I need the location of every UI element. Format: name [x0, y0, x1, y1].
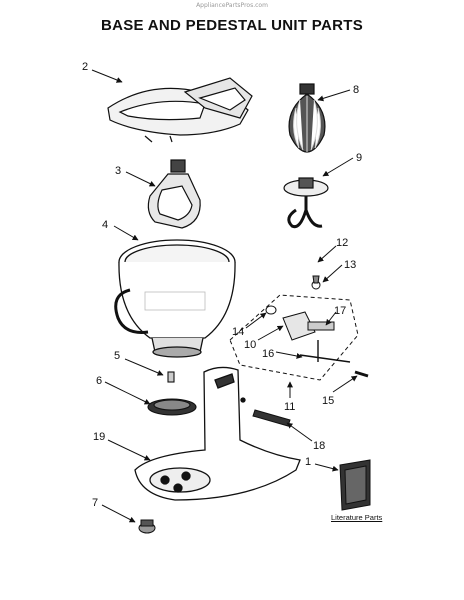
callout-15: 15: [322, 395, 334, 407]
callout-10: 10: [244, 339, 256, 351]
callout-4: 4: [102, 219, 108, 231]
literature-booklet-part: [339, 459, 371, 511]
callout-9: 9: [356, 152, 362, 164]
pouring-shield-part: [107, 77, 253, 143]
callout-11: 11: [284, 401, 295, 413]
callout-5: 5: [114, 350, 120, 362]
mixing-bowl-part: [114, 239, 236, 358]
callout-6: 6: [96, 375, 102, 387]
callout-13: 13: [344, 259, 356, 271]
clamping-plate-part: [147, 398, 197, 416]
callout-1: 1: [305, 456, 311, 468]
callout-16: 16: [262, 348, 274, 360]
callout-2: 2: [82, 61, 88, 73]
rubber-foot-part: [138, 519, 156, 534]
callout-18: 18: [313, 440, 325, 452]
callout-12: 12: [336, 237, 348, 249]
pedestal-base-part: [134, 366, 301, 501]
hinge-pin-assembly-part: [229, 275, 369, 381]
wire-whip-part: [288, 83, 326, 153]
watermark-text: AppliancePartsPros.com: [196, 2, 268, 9]
bowl-clamp-screw-part: [167, 371, 175, 383]
callout-14: 14: [232, 326, 244, 338]
dough-hook-part: [283, 177, 329, 229]
literature-parts-label: Literature Parts: [331, 513, 383, 522]
callout-7: 7: [92, 497, 98, 509]
callout-leader-lines: [91, 69, 358, 523]
callout-17: 17: [334, 305, 346, 317]
callout-8: 8: [353, 84, 359, 96]
callout-3: 3: [115, 165, 121, 177]
callout-19: 19: [93, 431, 105, 443]
page-title: BASE AND PEDESTAL UNIT PARTS: [100, 17, 364, 34]
flat-beater-part: [147, 159, 201, 229]
